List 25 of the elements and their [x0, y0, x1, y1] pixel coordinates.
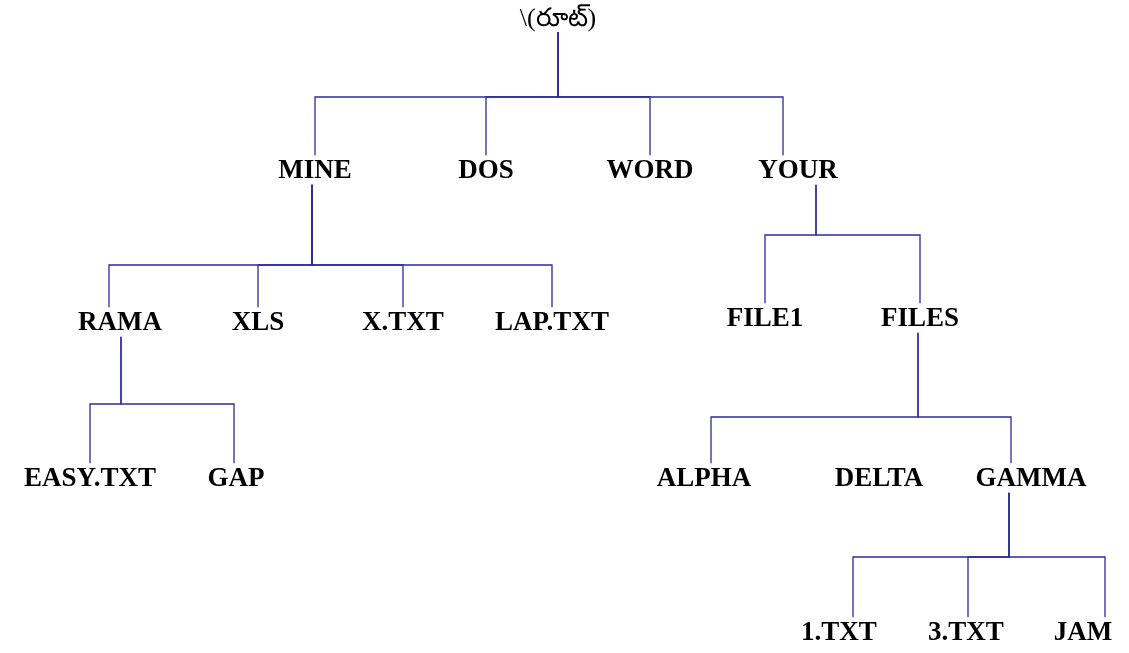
tree-label: DELTA — [834, 463, 924, 493]
tree-label: FILES — [881, 303, 959, 333]
tree-label: GAMMA — [975, 463, 1087, 493]
tree-label: GAP — [207, 463, 265, 493]
tree-label: YOUR — [758, 155, 838, 185]
connector-line — [917, 332, 1012, 464]
tree-label: JAM — [1053, 617, 1113, 647]
tree-label: WORD — [606, 155, 694, 185]
tree-label: ALPHA — [656, 463, 752, 493]
root-label: \(రూట్) — [519, 3, 597, 33]
tree-label: 3.TXT — [928, 617, 1004, 647]
connector-line — [557, 31, 784, 156]
tree-label: XLS — [231, 307, 285, 337]
tree-label: X.TXT — [362, 307, 444, 337]
tree-label: EASY.TXT — [24, 463, 156, 493]
tree-label: 1.TXT — [801, 617, 877, 647]
tree-label: MINE — [278, 155, 352, 185]
tree-label: FILE1 — [726, 303, 804, 333]
tree-label: DOS — [458, 155, 514, 185]
tree-label: LAP.TXT — [495, 307, 609, 337]
connector-line — [815, 184, 921, 304]
connector-line — [311, 184, 553, 308]
connector-line — [120, 336, 235, 464]
tree-label: RAMA — [78, 307, 162, 337]
connector-line — [1008, 492, 1106, 618]
